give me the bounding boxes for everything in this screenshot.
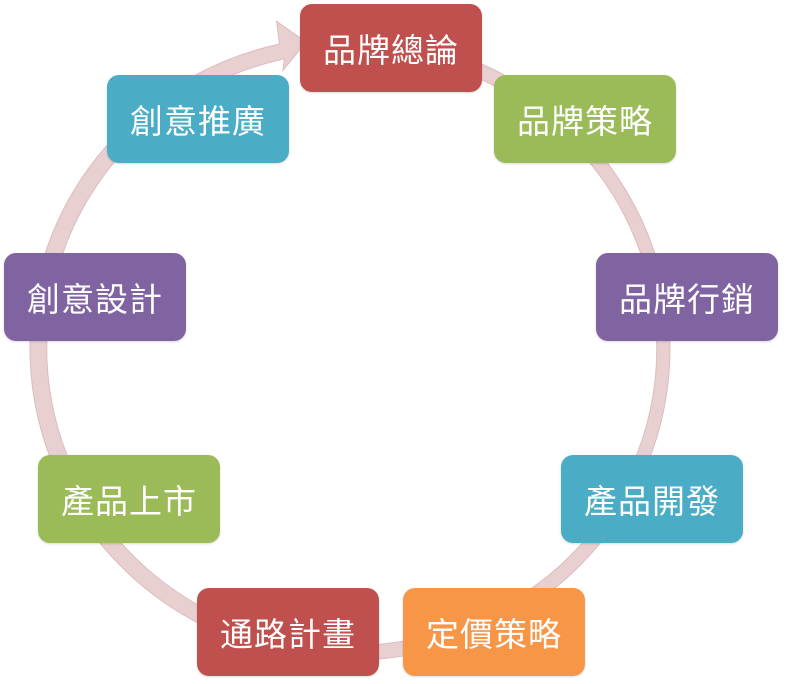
node-label: 產品上市	[61, 482, 197, 521]
node-label: 通路計畫	[220, 615, 356, 654]
node-brand-strategy: 品牌策略	[494, 75, 676, 163]
node-label: 品牌行銷	[619, 280, 755, 319]
node-label: 創意設計	[27, 280, 163, 319]
node-pricing-strategy: 定價策略	[403, 588, 585, 676]
node-label: 品牌策略	[517, 102, 653, 141]
node-product-launch: 產品上市	[38, 455, 220, 543]
node-product-development: 產品開發	[561, 455, 743, 543]
node-creative-promotion: 創意推廣	[107, 75, 289, 163]
node-brand-overview: 品牌總論	[300, 4, 482, 92]
node-label: 定價策略	[426, 615, 562, 654]
node-creative-design: 創意設計	[4, 253, 186, 341]
node-label: 產品開發	[584, 482, 720, 521]
node-channel-plan: 通路計畫	[197, 588, 379, 676]
node-label: 創意推廣	[130, 102, 266, 141]
node-brand-marketing: 品牌行銷	[596, 253, 778, 341]
node-label: 品牌總論	[323, 31, 459, 70]
